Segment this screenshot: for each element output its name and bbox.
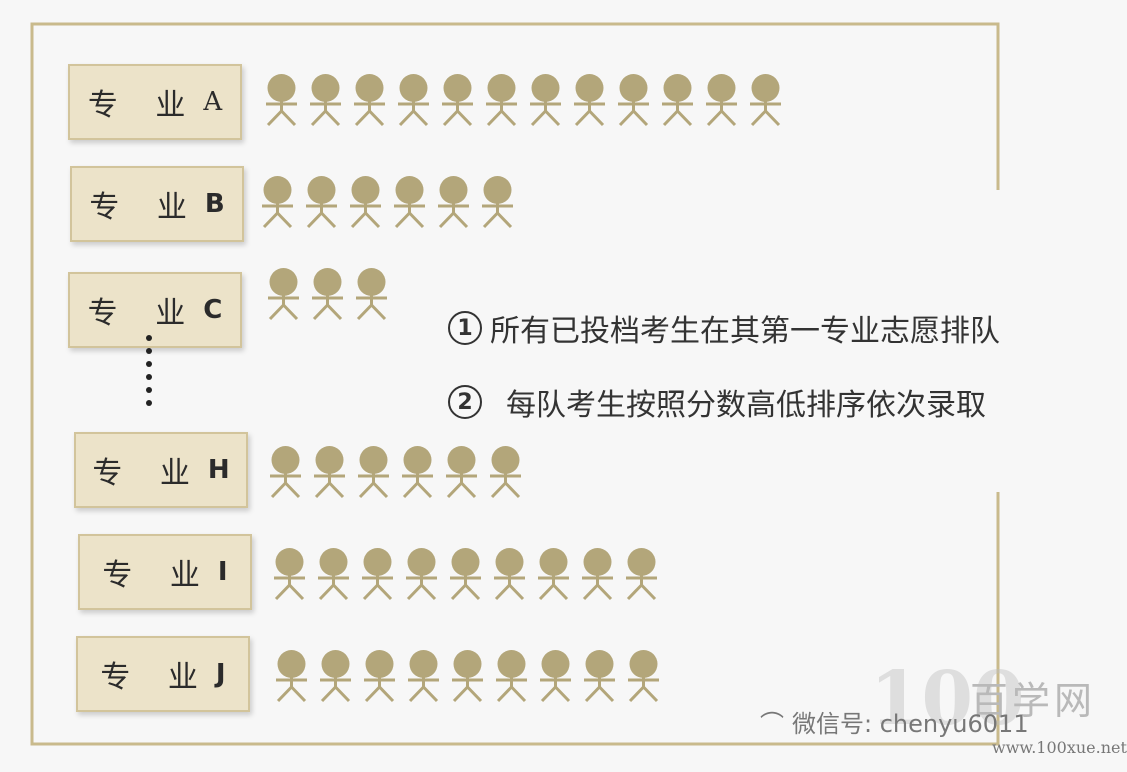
student-figure xyxy=(358,446,389,499)
major-label-prefix: 专 业 xyxy=(87,296,200,331)
student-figure xyxy=(408,650,439,703)
student-figure xyxy=(402,446,433,499)
student-figure xyxy=(494,548,525,601)
note-number: 2 xyxy=(448,385,482,419)
student-figure xyxy=(538,548,569,601)
student-figure xyxy=(706,74,737,127)
watermark: 100 百学网 ⌒ 微信号: chenyu6011 www.100xue.net xyxy=(760,656,1127,772)
watermark-wechat: ⌒ 微信号: chenyu6011 xyxy=(760,704,1029,739)
student-figure xyxy=(312,268,343,321)
major-box-b: 专 业 B xyxy=(70,166,244,242)
queue-i xyxy=(270,536,666,612)
student-figure xyxy=(354,74,385,127)
wechat-icon: ⌒ xyxy=(760,710,784,738)
student-figure xyxy=(750,74,781,127)
student-figure xyxy=(582,548,613,601)
student-figure xyxy=(490,446,521,499)
student-figure xyxy=(270,446,301,499)
major-box-j: 专 业 J xyxy=(76,636,250,712)
major-code: I xyxy=(217,557,228,587)
queue-b xyxy=(258,164,522,240)
watermark-100: 100 xyxy=(870,656,1025,742)
student-figure xyxy=(618,74,649,127)
student-figure xyxy=(584,650,615,703)
note-text: 每队考生按照分数高低排序依次录取 xyxy=(506,388,986,423)
note-text: 所有已投档考生在其第一专业志愿排队 xyxy=(490,314,1000,349)
major-box-a: 专 业 A xyxy=(68,64,242,140)
student-figure xyxy=(364,650,395,703)
student-figure xyxy=(362,548,393,601)
student-figure xyxy=(482,176,513,229)
student-figure xyxy=(276,650,307,703)
student-figure xyxy=(356,268,387,321)
queue-c xyxy=(264,256,396,332)
note-number: 1 xyxy=(448,311,482,345)
major-label-prefix: 专 业 xyxy=(89,190,201,225)
major-code: J xyxy=(215,659,226,689)
student-figure xyxy=(398,74,429,127)
watermark-site: www.100xue.net xyxy=(992,738,1127,757)
major-code: C xyxy=(203,295,223,325)
student-figure xyxy=(452,650,483,703)
ellipsis-dots xyxy=(146,335,156,413)
major-box-i: 专 业 I xyxy=(78,534,252,610)
major-box-c: 专 业 C xyxy=(68,272,242,348)
note-2: 2 每队考生按照分数高低排序依次录取 xyxy=(448,380,986,424)
queue-h xyxy=(266,434,530,510)
student-figure xyxy=(438,176,469,229)
student-figure xyxy=(310,74,341,127)
student-figure xyxy=(540,650,571,703)
student-figure xyxy=(262,176,293,229)
queue-a xyxy=(262,62,790,138)
student-figure xyxy=(266,74,297,127)
student-figure xyxy=(442,74,473,127)
student-figure xyxy=(486,74,517,127)
student-figure xyxy=(350,176,381,229)
major-box-h: 专 业 H xyxy=(74,432,248,508)
major-label-prefix: 专 业 xyxy=(92,456,204,491)
student-figure xyxy=(450,548,481,601)
student-figure xyxy=(628,650,659,703)
major-label-prefix: 专 业 xyxy=(102,558,214,593)
watermark-brand: 百学网 xyxy=(970,679,1097,723)
queue-j xyxy=(272,638,668,714)
student-figure xyxy=(320,650,351,703)
student-figure xyxy=(268,268,299,321)
student-figure xyxy=(662,74,693,127)
student-figure xyxy=(406,548,437,601)
major-code: B xyxy=(204,189,225,219)
student-figure xyxy=(446,446,477,499)
major-label-prefix: 专 业 xyxy=(100,660,212,695)
major-code: A xyxy=(203,87,223,117)
major-code: H xyxy=(207,455,230,485)
student-figure xyxy=(314,446,345,499)
student-figure xyxy=(306,176,337,229)
note-1: 1 所有已投档考生在其第一专业志愿排队 xyxy=(448,306,1000,350)
student-figure xyxy=(394,176,425,229)
student-figure xyxy=(318,548,349,601)
student-figure xyxy=(274,548,305,601)
student-figure xyxy=(496,650,527,703)
student-figure xyxy=(626,548,657,601)
student-figure xyxy=(530,74,561,127)
watermark-wechat-text: 微信号: chenyu6011 xyxy=(792,710,1029,738)
major-label-prefix: 专 业 xyxy=(87,88,200,123)
student-figure xyxy=(574,74,605,127)
